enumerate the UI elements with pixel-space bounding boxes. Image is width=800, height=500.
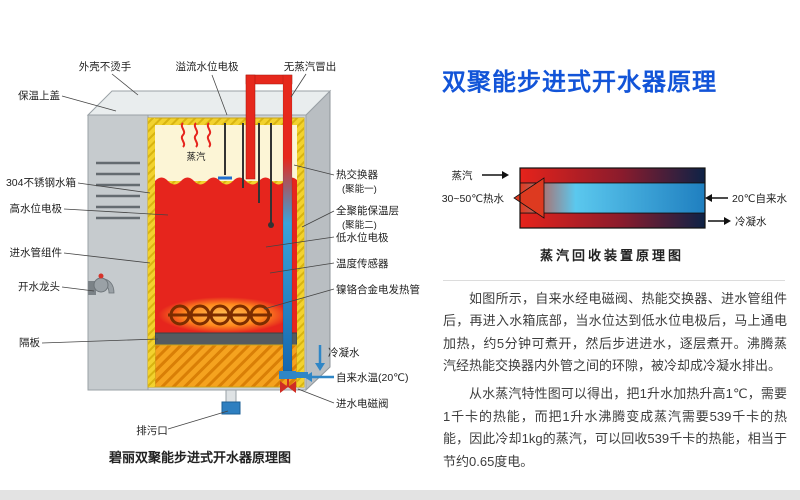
bottom-insulation xyxy=(154,344,298,388)
divider xyxy=(443,280,785,281)
vent-grille xyxy=(96,161,140,220)
boiler-caption: 碧丽双聚能步进式开水器原理图 xyxy=(108,450,291,465)
inlet-solenoid-valve xyxy=(280,379,296,393)
steam-wisps xyxy=(180,122,212,148)
hot-water-arrowhead xyxy=(513,177,545,219)
label-overflow-electrode: 溢流水位电极 xyxy=(176,60,239,73)
heat-exchanger-pipes xyxy=(245,74,308,393)
recovery-hot-water-label: 30~50℃热水 xyxy=(442,192,505,205)
faucet xyxy=(88,273,115,295)
label-insulation-2: (聚能二) xyxy=(342,219,377,231)
label-heating-tube: 镍铬合金电发热管 xyxy=(336,283,420,296)
label-top-cover: 保温上盖 xyxy=(18,89,60,102)
description-text: 如图所示，自来水经电磁阀、热能交换器、进水管组件后，再进入水箱底部，当水位达到低… xyxy=(443,288,787,479)
electrodes xyxy=(224,123,272,223)
label-inlet-assembly: 进水管组件 xyxy=(10,246,63,259)
partition-plate xyxy=(154,332,298,346)
drain-outlet xyxy=(221,389,241,415)
label-high-electrode: 高水位电极 xyxy=(10,202,63,215)
label-condensate: 冷凝水 xyxy=(328,346,360,359)
page-title: 双聚能步进式开水器原理 xyxy=(442,69,717,96)
tap-water-in-arrow xyxy=(705,194,728,202)
label-partition: 隔板 xyxy=(19,336,40,349)
label-heat-exchanger-1: 热交换器 xyxy=(336,168,378,181)
label-low-electrode: 低水位电极 xyxy=(336,231,389,244)
bottom-edge-strip xyxy=(0,490,800,500)
label-solenoid: 进水电磁阀 xyxy=(336,397,389,410)
label-insulation-1: 全聚能保温层 xyxy=(336,204,399,217)
label-heat-exchanger-2: (聚能一) xyxy=(342,183,377,195)
steam-in-arrow xyxy=(482,171,509,179)
label-tank: 304不锈钢水箱 xyxy=(6,176,76,189)
label-no-steam: 无蒸汽冒出 xyxy=(284,60,337,73)
condensate-arrow xyxy=(315,345,325,371)
recovery-condensate-label: 冷凝水 xyxy=(735,215,767,228)
tap-water-arrow xyxy=(304,372,334,382)
tank-interior: 蒸汽 xyxy=(147,117,305,388)
steam-recovery-diagram: 蒸汽 30~50℃热水 20℃自来水 冷凝水 蒸汽回收装置原理图 xyxy=(442,167,787,263)
leader-lines xyxy=(41,73,335,430)
label-temp-sensor: 温度传感器 xyxy=(336,257,389,270)
heating-coil xyxy=(168,304,272,326)
paragraph-1: 如图所示，自来水经电磁阀、热能交换器、进水管组件后，再进入水箱底部，当水位达到低… xyxy=(443,291,787,374)
recovery-caption: 蒸汽回收装置原理图 xyxy=(540,248,684,263)
condensate-out-arrow xyxy=(708,217,731,225)
exchanger-tube xyxy=(513,167,706,229)
label-drain: 排污口 xyxy=(136,424,168,437)
label-shell: 外壳不烫手 xyxy=(79,60,132,73)
recovery-tap-water-label: 20℃自来水 xyxy=(732,192,787,205)
paragraph-2: 从水蒸汽特性图可以得出，把1升水加热升高1℃，需要1千卡的热能，而把1升水沸腾变… xyxy=(443,386,787,469)
temp-sensor-bulb xyxy=(268,222,274,228)
label-tap-water: 自来水温(20℃) xyxy=(336,371,408,384)
hot-water xyxy=(155,177,298,333)
steam-label: 蒸汽 xyxy=(186,151,206,163)
boiler-diagram: 蒸汽 xyxy=(6,60,420,465)
label-tap: 开水龙头 xyxy=(18,280,60,293)
recovery-steam-label: 蒸汽 xyxy=(452,169,473,182)
